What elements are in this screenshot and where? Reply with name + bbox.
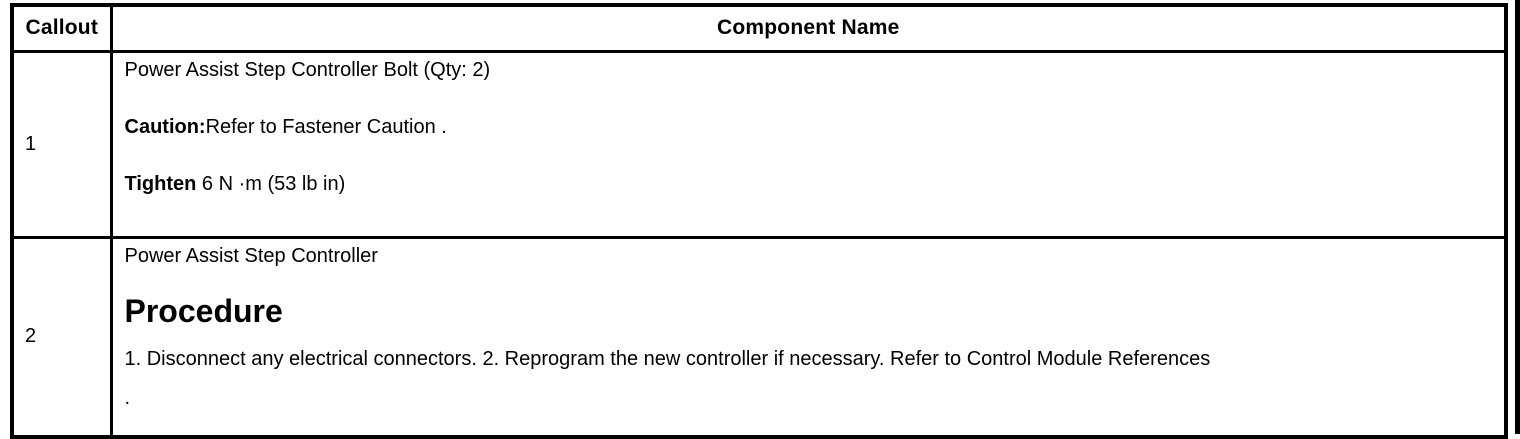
callout-number-2: 2	[10, 235, 113, 439]
component-cell-2: Power Assist Step Controller Procedure 1…	[109, 235, 1508, 439]
tighten-label: Tighten	[124, 172, 197, 195]
caution-line: Caution:Refer to Fastener Caution .	[125, 116, 1493, 139]
component-name-column-header: Component Name	[109, 3, 1508, 53]
procedure-trailing-period: .	[124, 386, 131, 409]
callout-column-header: Callout	[10, 3, 113, 53]
callout-number-1: 1	[10, 49, 113, 239]
caution-text: Refer to Fastener Caution .	[205, 115, 447, 138]
procedure-steps-text: 1. Disconnect any electrical connectors.…	[124, 347, 1211, 370]
component-callout-table: Callout Component Name 1 Power Assist St…	[10, 3, 1508, 439]
table-row-callout-1: 1 Power Assist Step Controller Bolt (Qty…	[10, 49, 1508, 239]
procedure-heading: Procedure	[124, 292, 283, 329]
tighten-spec-text: 6 N ·m (53 lb in)	[196, 172, 346, 195]
table-header-row: Callout Component Name	[10, 3, 1508, 53]
component-name-text: Power Assist Step Controller	[124, 244, 378, 267]
component-cell-1: Power Assist Step Controller Bolt (Qty: …	[109, 49, 1508, 239]
caution-label: Caution:	[124, 115, 206, 138]
table-row-callout-2: 2 Power Assist Step Controller Procedure…	[10, 235, 1508, 439]
tighten-line: Tighten 6 N ·m (53 lb in)	[125, 173, 1493, 196]
component-name-text: Power Assist Step Controller Bolt (Qty: …	[124, 58, 491, 81]
page-border-right-edge	[1515, 0, 1520, 434]
